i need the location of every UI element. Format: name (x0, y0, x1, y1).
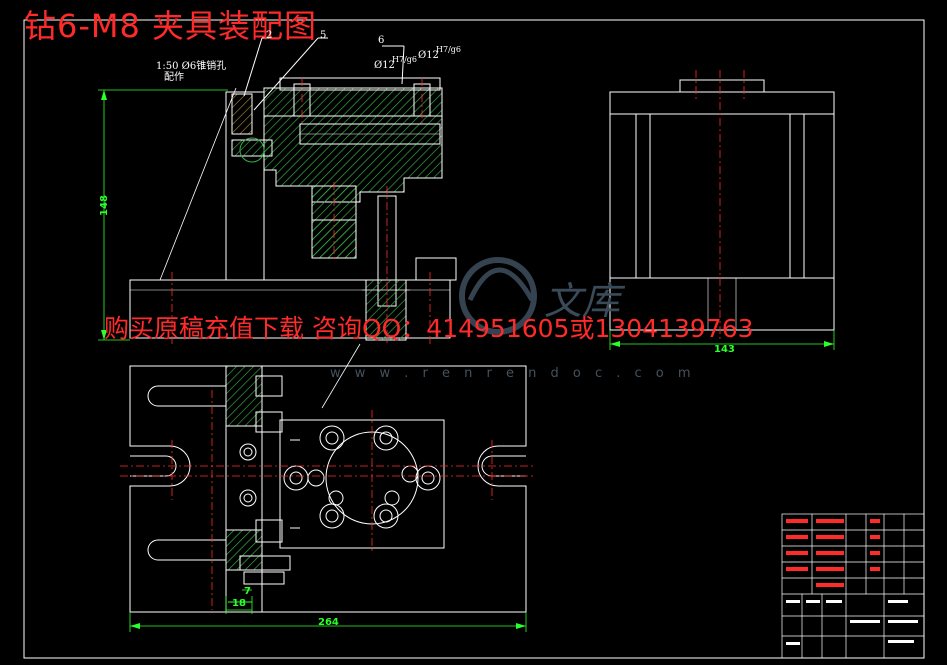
fit-left-fraction: H7/g6 (392, 55, 417, 64)
plan-centerlines (120, 390, 536, 610)
callout-part-2: 2 (266, 30, 273, 41)
side-width-value: 143 (714, 344, 735, 355)
drawing-title: 钻6-M8 夹具装配图 (24, 7, 318, 45)
fit-right-fraction: H7/g6 (436, 45, 461, 54)
sheet-border (23, 19, 925, 659)
fit-right-dia: Ø12 (418, 50, 439, 61)
title-block-markings (786, 519, 880, 587)
site-url-watermark: w w w . r e n r e n d o c . c o m (330, 366, 696, 381)
plan-view (129, 343, 527, 613)
front-centerlines (171, 78, 431, 346)
side-width-dim (609, 330, 835, 350)
site-logo-chars: 文库 (544, 279, 626, 323)
fit-left-dia: Ø12 (374, 60, 395, 71)
front-view (129, 37, 457, 341)
title-block-text-marks (786, 600, 918, 645)
plan-small-dim-18: 18 (232, 598, 246, 609)
front-height-dim (98, 89, 228, 341)
callout-part-6: 6 (378, 35, 385, 46)
purchase-watermark: 购买原稿充值下载 咨询QQ：414951605或1304139763 (104, 314, 754, 343)
plan-width-dim (129, 589, 527, 632)
callout-part-5: 5 (320, 30, 327, 41)
plan-width-value: 264 (318, 617, 339, 628)
side-view (609, 79, 835, 331)
title-block (781, 513, 925, 659)
site-logo (459, 257, 537, 335)
front-height-value: 148 (98, 195, 110, 216)
side-centerlines (695, 70, 745, 340)
plan-small-dim-7: 7 (244, 586, 251, 597)
taper-pin-note: 1:50 Ø6锥销孔 (156, 61, 227, 72)
assembly-note: 配作 (164, 72, 184, 83)
